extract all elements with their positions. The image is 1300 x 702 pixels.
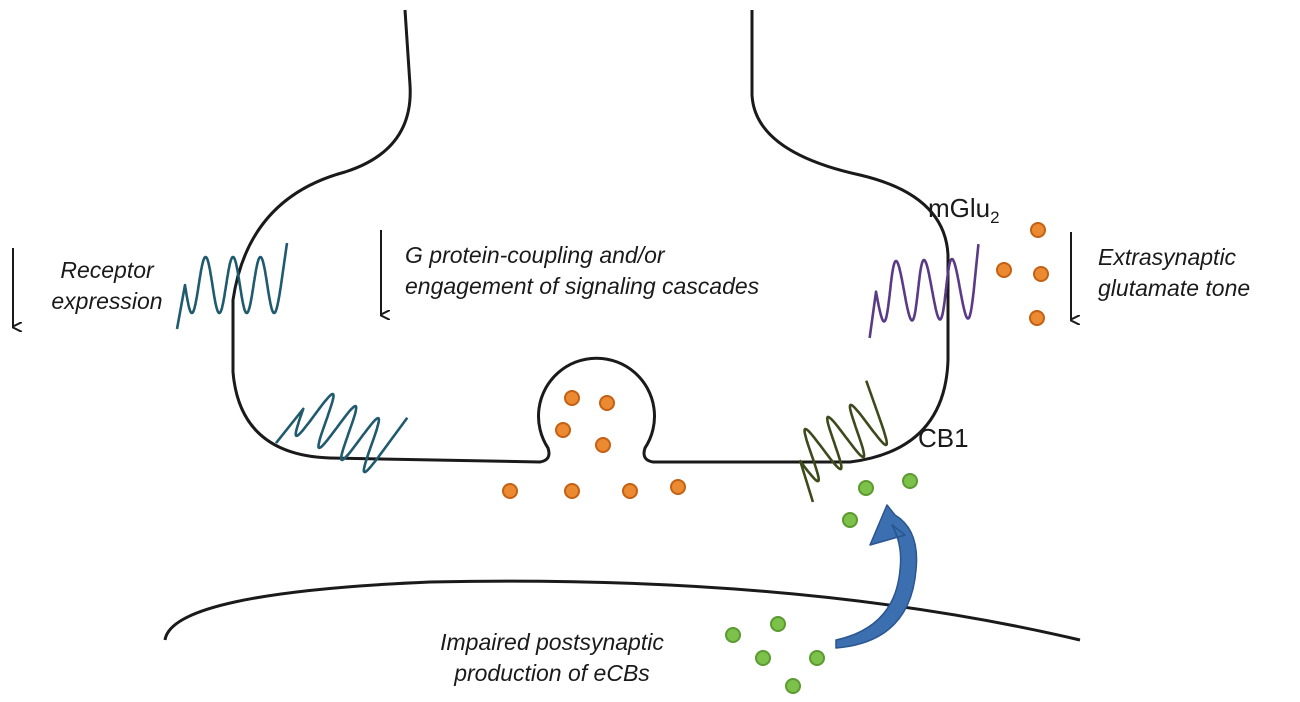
glutamate-molecule: [502, 483, 518, 499]
extrasynaptic-line-2: glutamate tone: [1098, 275, 1251, 301]
glutamate-molecule: [1033, 266, 1049, 282]
cb1-label: CB1: [918, 423, 969, 453]
extrasynaptic-label: Extrasynaptic glutamate tone: [1098, 242, 1250, 304]
postsynaptic-membrane: [163, 579, 1081, 642]
glutamate-molecule: [670, 479, 686, 495]
mglu2-main: mGlu: [928, 193, 991, 223]
receptor-expression-label: Receptor expression: [37, 255, 177, 317]
ecb-molecule: [785, 678, 801, 694]
glutamate-molecule: [564, 390, 580, 406]
ecb-molecule: [725, 627, 741, 643]
glutamate-molecule: [555, 422, 571, 438]
impaired-line-1: Impaired postsynaptic: [440, 629, 664, 655]
receptor-coil: [868, 243, 980, 339]
curved-arrow-icon: [835, 504, 918, 649]
glutamate-molecule: [599, 395, 615, 411]
coil-receptor-icon: [274, 392, 409, 474]
ecb-molecule: [902, 473, 918, 489]
coil-receptor-icon: [175, 242, 289, 330]
ecb-molecule: [858, 480, 874, 496]
impaired-line-2: production of eCBs: [454, 660, 650, 686]
glutamate-molecule: [564, 483, 580, 499]
extrasynaptic-line-1: Extrasynaptic: [1098, 244, 1237, 270]
impaired-production-label: Impaired postsynaptic production of eCBs: [402, 627, 702, 689]
receptor-coil: [175, 242, 289, 330]
ecb-molecule: [809, 650, 825, 666]
glutamate-molecules: [502, 222, 1049, 499]
receptor-coil: [274, 392, 409, 474]
glutamate-molecule: [622, 483, 638, 499]
glutamate-molecule: [1030, 222, 1046, 238]
g-protein-line-1: G protein-coupling and/or: [405, 242, 665, 268]
receptor-expression-line-2: expression: [51, 288, 163, 314]
ecb-molecule: [755, 650, 771, 666]
mglu2-receptor-icon: [868, 243, 980, 339]
receptor-coil: [798, 380, 889, 503]
cb1-receptor-icon: [798, 380, 889, 503]
ecb-molecule: [842, 512, 858, 528]
mglu2-label: mGlu2: [928, 193, 1000, 228]
ecb-molecule: [770, 616, 786, 632]
glutamate-molecule: [595, 437, 611, 453]
g-protein-label: G protein-coupling and/or engagement of …: [405, 240, 759, 302]
receptor-expression-line-1: Receptor: [60, 257, 154, 283]
glutamate-molecule: [996, 262, 1012, 278]
g-protein-line-2: engagement of signaling cascades: [405, 273, 760, 299]
presynaptic-terminal-outline: [231, 9, 950, 464]
glutamate-molecule: [1029, 310, 1045, 326]
ecb-molecules: [725, 473, 918, 694]
mglu2-subscript: 2: [990, 208, 1000, 227]
